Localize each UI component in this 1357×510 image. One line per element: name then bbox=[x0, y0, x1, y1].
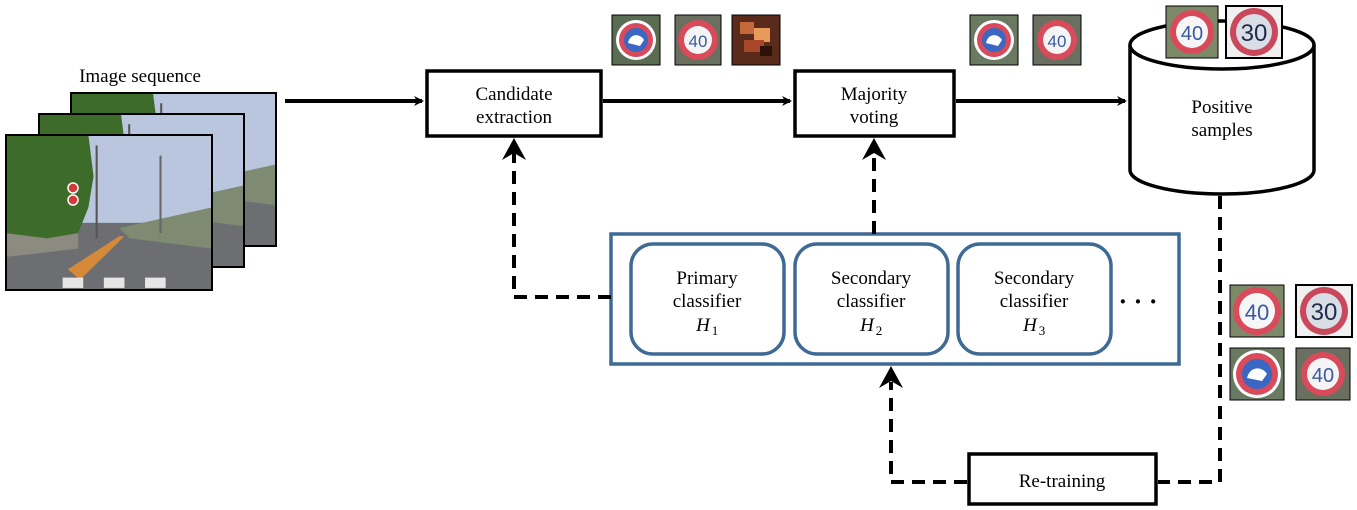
speed-limit-40-thumb-4: 40 bbox=[1229, 284, 1285, 338]
classifier-1-subscript: 1 bbox=[712, 323, 719, 338]
speed-limit-40-thumb-1: 40 bbox=[674, 14, 722, 66]
classifier-3-line2: classifier bbox=[1000, 291, 1069, 312]
speed-limit-30-thumb-2: 30 bbox=[1295, 284, 1353, 338]
stored-sample-thumbnails: 40 30 bbox=[1165, 5, 1283, 59]
classifier-1-line1: Primary bbox=[676, 268, 738, 289]
no-parking-sign-thumb-2 bbox=[969, 14, 1019, 66]
classifier-2-subscript: 2 bbox=[876, 323, 883, 338]
frame-front bbox=[5, 134, 213, 291]
secondary-classifier-h2: Secondary classifier H 2 bbox=[793, 242, 950, 356]
positive-samples-database: Positive samples bbox=[1128, 19, 1316, 196]
no-parking-sign-thumb-3 bbox=[1229, 347, 1285, 401]
sign-40-text: 40 bbox=[1181, 23, 1203, 45]
classifier-3-subscript: 3 bbox=[1039, 323, 1046, 338]
no-parking-sign-thumb bbox=[611, 14, 661, 66]
sign-30-text: 30 bbox=[1311, 299, 1338, 326]
dashed-feedback-loop bbox=[879, 196, 1222, 484]
candidate-extraction-line1: Candidate bbox=[475, 84, 552, 105]
retraining-box: Re-training bbox=[967, 452, 1158, 506]
retraining-label: Re-training bbox=[1019, 471, 1106, 492]
candidate-extraction-box: Candidate extraction bbox=[425, 69, 603, 138]
speed-limit-40-thumb-2: 40 bbox=[1032, 14, 1082, 66]
sign-40-text: 40 bbox=[1048, 32, 1067, 51]
classifier-1-line2: classifier bbox=[673, 291, 742, 312]
sign-40-text: 40 bbox=[1312, 365, 1334, 387]
image-sequence: Image sequence bbox=[5, 66, 277, 291]
training-sample-thumbnails: 40 30 40 bbox=[1229, 284, 1353, 401]
majority-voting-line1: Majority bbox=[841, 84, 908, 105]
classifier-2-line1: Secondary bbox=[831, 268, 912, 289]
sign-40-text: 40 bbox=[1245, 300, 1269, 325]
candidate-thumbnails: 40 bbox=[611, 14, 781, 66]
sign-30-text: 30 bbox=[1241, 20, 1268, 47]
speed-limit-40-thumb-3: 40 bbox=[1165, 5, 1219, 59]
classifier-3-line1: Secondary bbox=[994, 268, 1075, 289]
dashed-arrow-classifiers-to-voting bbox=[862, 138, 886, 234]
majority-voting-line2: voting bbox=[850, 107, 899, 128]
sign-40-text: 40 bbox=[689, 32, 708, 51]
classifier-3-symbol: H bbox=[1022, 315, 1038, 336]
false-positive-thumb bbox=[731, 14, 781, 66]
secondary-classifier-h3: Secondary classifier H 3 bbox=[956, 242, 1113, 356]
dashed-arrow-classifier-to-extraction bbox=[502, 138, 611, 299]
primary-classifier-h1: Primary classifier H 1 bbox=[629, 242, 786, 356]
classifier-2-line2: classifier bbox=[837, 291, 906, 312]
image-sequence-label: Image sequence bbox=[79, 66, 201, 87]
voted-thumbnails: 40 bbox=[969, 14, 1082, 66]
more-classifiers-ellipsis: · · · bbox=[1118, 287, 1157, 316]
speed-limit-30-thumb-1: 30 bbox=[1225, 5, 1283, 59]
candidate-extraction-line2: extraction bbox=[476, 107, 552, 128]
positive-samples-line1: Positive bbox=[1191, 97, 1252, 118]
classifier-2-symbol: H bbox=[859, 315, 875, 336]
positive-samples-line2: samples bbox=[1191, 120, 1252, 141]
classifier-1-symbol: H bbox=[695, 315, 711, 336]
majority-voting-box: Majority voting bbox=[793, 69, 956, 138]
speed-limit-40-thumb-5: 40 bbox=[1295, 347, 1351, 401]
